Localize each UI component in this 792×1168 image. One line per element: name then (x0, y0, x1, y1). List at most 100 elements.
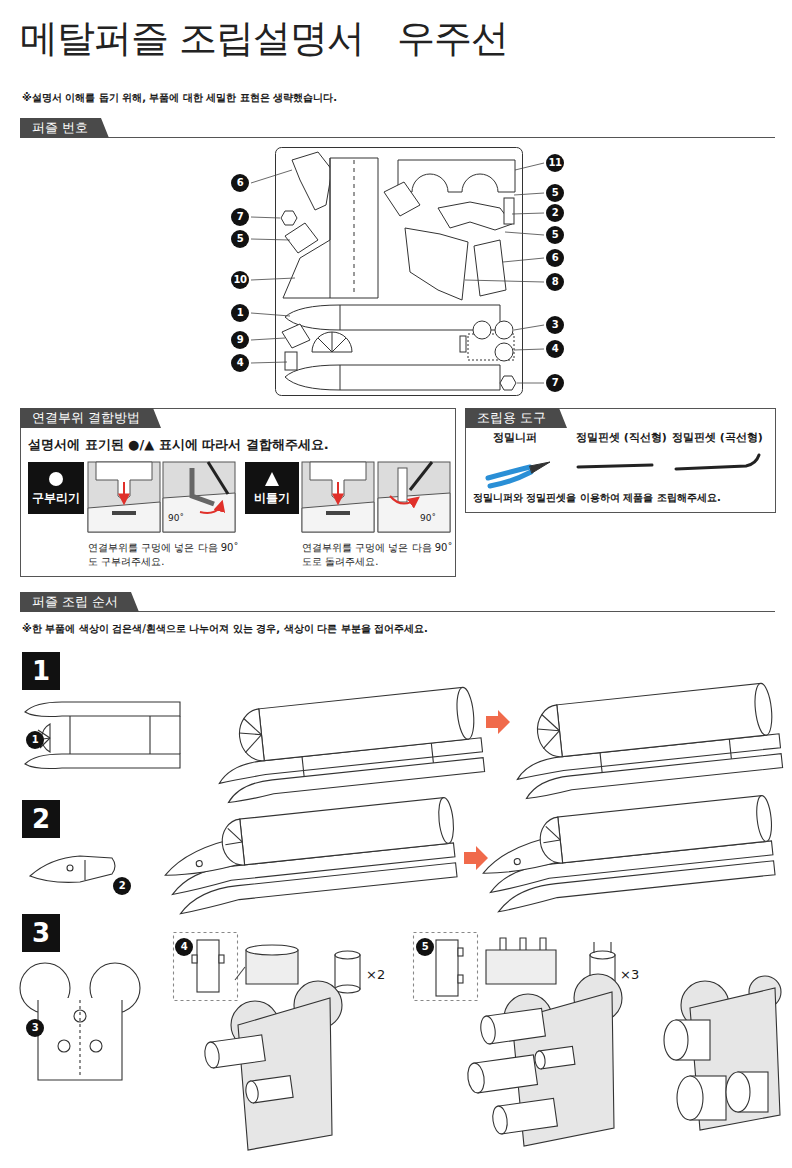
next-arrow (464, 846, 488, 870)
callout-number: 6 (546, 249, 564, 267)
twist-picture-part (378, 462, 450, 532)
twist-picture-part (337, 482, 339, 503)
note-text: 90˚ (168, 512, 184, 524)
twist-picture-part (378, 493, 450, 532)
puzzle-sheet-part (495, 321, 513, 339)
step-3-assembly (203, 981, 342, 1150)
note-text: ※설명서 이해를 돕기 위해, 부품에 대한 세밀한 표현은 생략했습니다. (22, 91, 337, 105)
callout-number-text: 5 (552, 188, 558, 198)
joint-method-box: 비틀기 (245, 462, 299, 514)
callout-number: 4 (546, 340, 564, 358)
leader-line-part (251, 338, 285, 340)
puzzle-sheet-part (405, 228, 468, 300)
part-5-figure-part (436, 940, 458, 996)
puzzle-sheet-part (500, 376, 516, 390)
puzzle-sheet-part (438, 202, 512, 230)
callout-number: 2 (546, 204, 564, 222)
callout-number-text: 3 (552, 320, 558, 330)
note-text: ×2 (366, 966, 385, 984)
step-1-assembly-part (239, 731, 261, 737)
part-5-figure-part (500, 938, 546, 950)
twist-picture-part (410, 462, 432, 490)
part-1-figure (25, 702, 180, 769)
puzzle-sheet-part (285, 223, 318, 253)
callout-number-text: 5 (422, 942, 428, 952)
callout-number-text: 8 (552, 277, 558, 287)
callout-number-text: 11 (549, 158, 562, 168)
note-text: 연결부위를 구멍에 넣은 다음 90˚도로 돌려주세요. (302, 541, 462, 568)
joint-method-box-text: 구부리기 (32, 491, 80, 505)
part-4-figure-part (335, 985, 360, 993)
step-3-assembly (466, 974, 622, 1146)
step-1-assembly (212, 686, 485, 803)
callout-number-text: 2 (119, 881, 125, 891)
step-3-result-part (726, 1072, 768, 1112)
joint-symbol (264, 471, 280, 487)
puzzle-sheet-part (332, 338, 346, 352)
puzzle-sheet-part (504, 198, 514, 224)
step-2-assembly-part (225, 842, 242, 845)
callout-number-text: 5 (237, 234, 243, 244)
part-4-figure-part (197, 940, 219, 992)
leader-line-part (251, 239, 290, 240)
callout-number-text: 6 (237, 178, 243, 188)
puzzle-sheet-part (276, 148, 523, 396)
leader-line-part (503, 258, 544, 262)
puzzle-sheet-part (292, 152, 332, 210)
puzzle-sheet-part (473, 321, 491, 339)
leader-line-part (515, 163, 544, 170)
step-number-text: 1 (32, 658, 50, 684)
step-2-assembly-part (220, 819, 245, 867)
callout-number: 11 (546, 154, 564, 172)
part-1-figure-part (69, 716, 70, 754)
nipper-icon-part (530, 462, 550, 473)
callout-number-text: 1 (237, 308, 243, 318)
callout-number: 6 (231, 174, 249, 192)
bend-picture-part (123, 482, 125, 503)
callout-number: 2 (113, 877, 131, 895)
note-text: 90˚ (420, 512, 436, 524)
part-1-figure-part (179, 716, 180, 754)
part-1-figure-part (25, 702, 180, 717)
step-3-assembly-part (245, 1076, 294, 1104)
step-2-assembly-part (228, 827, 242, 843)
puzzle-sheet-part (340, 365, 341, 390)
step-2-assembly-part (240, 798, 449, 865)
leader-line-part (251, 362, 287, 363)
part-3-figure-part (38, 1000, 122, 1080)
callout-number: 5 (546, 184, 564, 202)
bend-picture-part (88, 462, 160, 532)
puzzle-sheet-part (354, 160, 355, 296)
step-1-assembly-part (237, 709, 264, 763)
step-number-text: 3 (32, 920, 50, 946)
step-3-result-part (677, 1076, 726, 1120)
note-text: 정밀핀셋 (곡선형) (672, 431, 763, 446)
bend-picture-part (88, 502, 160, 532)
section-rule-part (20, 137, 775, 138)
step-2-assembly (160, 797, 460, 915)
puzzle-sheet-part (285, 352, 297, 370)
callout-number: 5 (416, 938, 434, 956)
step-3-assembly-part (238, 998, 332, 1150)
leader-line-part (512, 213, 544, 214)
step-1-assembly-part (259, 687, 468, 760)
nipper-icon-part (490, 472, 531, 486)
step-number: 1 (22, 652, 60, 690)
page-title: 메탈퍼즐 조립설명서 우주선 (20, 16, 508, 62)
puzzle-sheet-part (460, 336, 466, 352)
step-1-assembly-part (455, 687, 476, 740)
bend-picture-part (208, 462, 228, 494)
puzzle-sheet-part (285, 365, 500, 390)
callout-number: 4 (231, 354, 249, 372)
callout-number-text: 4 (552, 344, 558, 354)
step-3-result-part-part (726, 1072, 750, 1112)
puzzle-sheet-part (474, 240, 506, 296)
step-3-assembly-part-part (534, 1050, 546, 1069)
part-4-figure-part (192, 955, 197, 963)
part-3-figure-part (58, 1040, 70, 1052)
step-3-assembly-part (479, 1008, 545, 1044)
callout-number: 1 (231, 304, 249, 322)
part-3-figure-part (38, 998, 122, 1080)
step-3-assembly-part-part (466, 1062, 486, 1094)
